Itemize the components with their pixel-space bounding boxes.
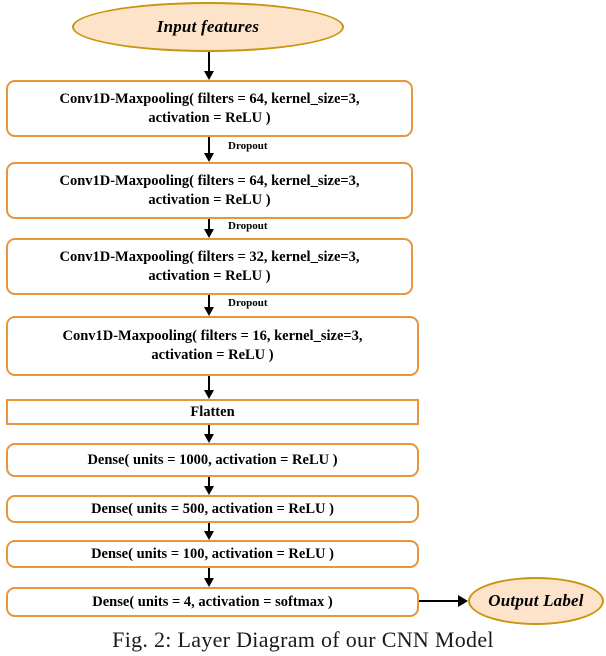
edge-label-dropout-1: Dropout xyxy=(228,140,268,152)
node-dense-500-label: Dense( units = 500, activation = ReLU ) xyxy=(91,500,334,517)
arrow-conv64b-to-conv32 xyxy=(204,219,214,238)
arrow-conv16-to-flatten xyxy=(204,376,214,399)
node-conv1d-maxpooling-64-b-label: Conv1D-Maxpooling( filters = 64, kernel_… xyxy=(59,172,360,208)
node-dense-1000-label: Dense( units = 1000, activation = ReLU ) xyxy=(87,451,338,468)
node-flatten-label: Flatten xyxy=(190,403,235,420)
arrow-flatten-to-dense1000 xyxy=(204,425,214,443)
node-dense-500: Dense( units = 500, activation = ReLU ) xyxy=(6,495,419,523)
node-dense-1000: Dense( units = 1000, activation = ReLU ) xyxy=(6,443,419,477)
arrow-conv64a-to-conv64b xyxy=(204,137,214,162)
node-dense-100: Dense( units = 100, activation = ReLU ) xyxy=(6,540,419,568)
arrow-conv32-to-conv16 xyxy=(204,295,214,316)
node-conv1d-maxpooling-64-a-label: Conv1D-Maxpooling( filters = 64, kernel_… xyxy=(59,90,360,126)
node-conv1d-maxpooling-32: Conv1D-Maxpooling( filters = 32, kernel_… xyxy=(6,238,413,295)
arrow-dense100-to-dense4 xyxy=(204,568,214,587)
node-output-label-text: Output Label xyxy=(488,591,584,610)
arrow-dense4-to-output xyxy=(419,595,468,607)
arrow-dense500-to-dense100 xyxy=(204,523,214,540)
figure-caption: Fig. 2: Layer Diagram of our CNN Model xyxy=(112,627,494,652)
node-dense-4-label: Dense( units = 4, activation = softmax ) xyxy=(92,593,333,610)
node-conv1d-maxpooling-64-b: Conv1D-Maxpooling( filters = 64, kernel_… xyxy=(6,162,413,219)
node-output-label: Output Label xyxy=(468,577,604,625)
node-input-features-label: Input features xyxy=(156,17,260,36)
node-conv1d-maxpooling-16-label: Conv1D-Maxpooling( filters = 16, kernel_… xyxy=(62,328,363,363)
arrow-input-to-conv64a xyxy=(204,52,214,80)
node-dense-4: Dense( units = 4, activation = softmax ) xyxy=(6,587,419,617)
edge-label-dropout-2: Dropout xyxy=(228,220,268,232)
node-dense-100-label: Dense( units = 100, activation = ReLU ) xyxy=(91,545,334,562)
arrow-dense1000-to-dense500 xyxy=(204,477,214,495)
edge-label-dropout-3: Dropout xyxy=(228,297,268,309)
node-conv1d-maxpooling-16: Conv1D-Maxpooling( filters = 16, kernel_… xyxy=(6,316,419,376)
node-input-features: Input features xyxy=(72,2,344,52)
node-flatten: Flatten xyxy=(6,399,419,425)
node-conv1d-maxpooling-32-label: Conv1D-Maxpooling( filters = 32, kernel_… xyxy=(59,248,360,284)
node-conv1d-maxpooling-64-a: Conv1D-Maxpooling( filters = 64, kernel_… xyxy=(6,80,413,137)
